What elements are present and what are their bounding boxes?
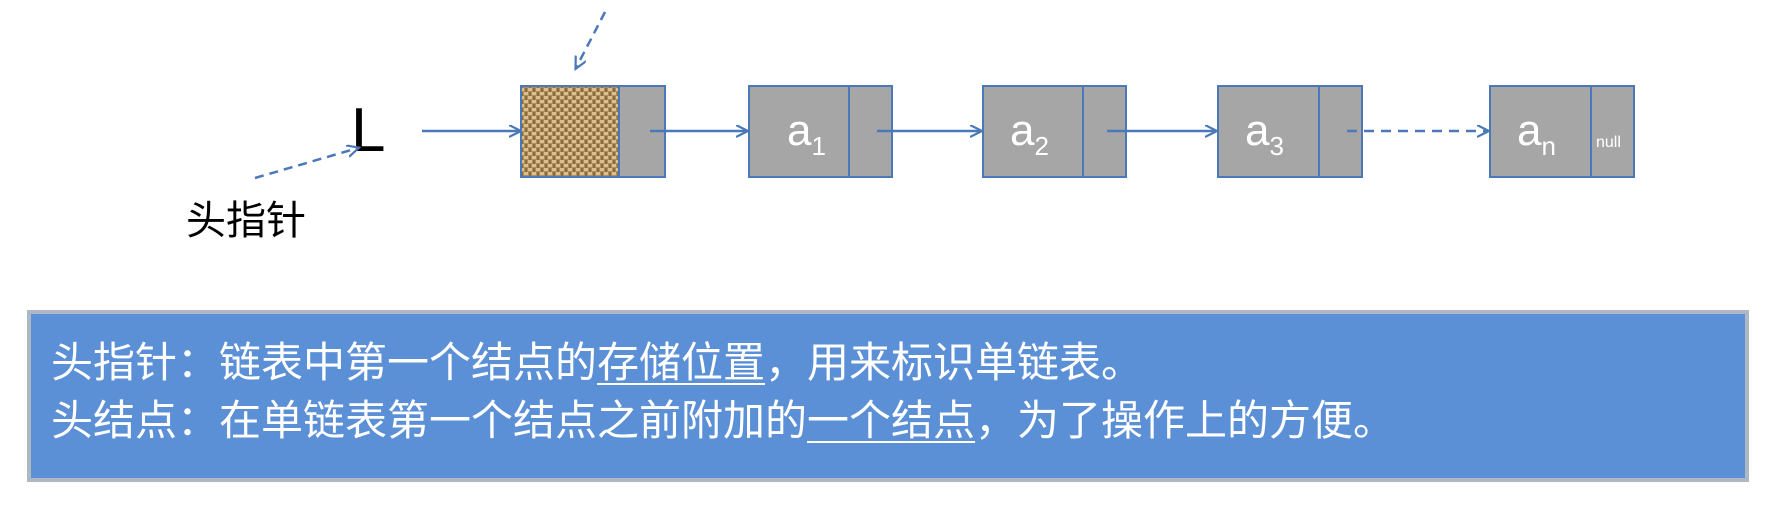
node-a1: a1	[748, 85, 893, 178]
node-value: a3	[1245, 106, 1284, 161]
definition-underlined: 一个结点	[807, 396, 976, 445]
definition-text: 在单链表第一个结点之前附加的	[219, 396, 808, 445]
node-data-cell	[982, 85, 1084, 178]
node-a2: a2	[982, 85, 1127, 178]
node-data-cell	[1489, 85, 1592, 178]
definition-text: 链表中第一个结点的	[219, 338, 598, 387]
node-next-cell	[1590, 85, 1635, 178]
head-pointer-label-arrow	[254, 148, 358, 180]
node-data-cell	[748, 85, 850, 178]
node-a3: a3	[1217, 85, 1363, 178]
node-value: a1	[787, 106, 826, 161]
node-an: an null	[1489, 85, 1635, 178]
definition-text: ，用来标识单链表。	[765, 338, 1144, 387]
node-value: an	[1517, 106, 1556, 161]
head-node	[520, 85, 666, 178]
definition-term: 头指针：	[51, 338, 220, 387]
linked-list-diagram: L 头指针 a1 a2 a3 an null	[186, 11, 1635, 244]
definition-head-node: 头结点：在单链表第一个结点之前附加的一个结点，为了操作上的方便。	[51, 400, 1745, 442]
head-pointer-var: L	[351, 96, 385, 165]
head-node-data-cell	[520, 85, 620, 178]
node-value: a2	[1010, 106, 1049, 161]
definition-box: 头指针：链表中第一个结点的存储位置，用来标识单链表。 头结点：在单链表第一个结点…	[27, 310, 1749, 482]
definition-head-pointer: 头指针：链表中第一个结点的存储位置，用来标识单链表。	[51, 342, 1745, 384]
head-node-pointer-arrow	[576, 11, 607, 68]
node-data-cell	[1217, 85, 1320, 178]
definition-term: 头结点：	[51, 396, 220, 445]
definition-text: ，为了操作上的方便。	[975, 396, 1396, 445]
head-pointer-label: 头指针	[186, 198, 306, 244]
null-label: null	[1596, 134, 1621, 151]
definition-underlined: 存储位置	[597, 338, 766, 387]
